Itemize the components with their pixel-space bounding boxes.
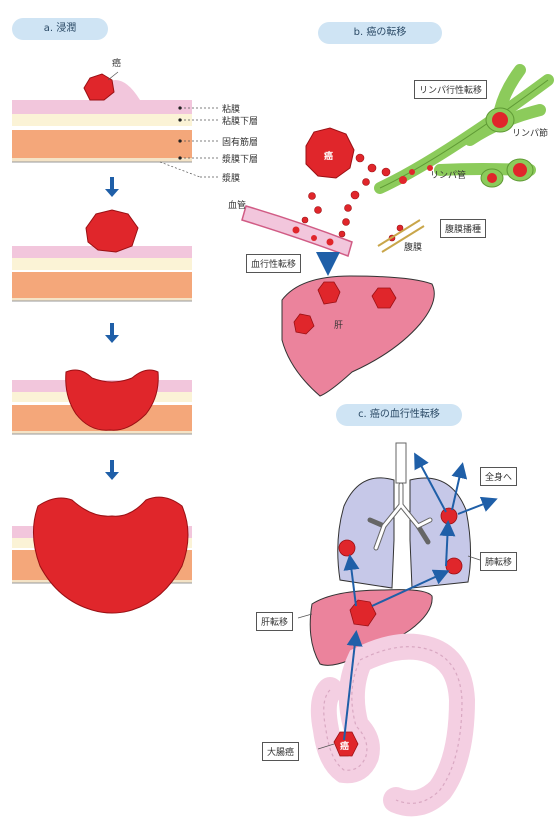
panel-a-title: a. 浸潤: [12, 18, 108, 40]
hematogenous-box: 血行性転移: [246, 254, 301, 273]
tumor-small: [84, 74, 114, 100]
panel-c: [298, 443, 494, 803]
submucosa-layer: [12, 114, 192, 126]
layer-label-submucosa: 粘膜下層: [222, 114, 258, 127]
lymph-node-label: リンパ節: [512, 126, 548, 139]
lymph-metastasis-box: リンパ行性転移: [414, 80, 487, 99]
panel-a-stage-4: [12, 497, 192, 613]
peritoneal-box: 腹膜播種: [440, 219, 486, 238]
layer-label-muscle: 固有筋層: [222, 135, 258, 148]
tumor-medium: [86, 210, 138, 252]
panel-b-title: b. 癌の転移: [318, 22, 442, 44]
lung-metastasis-box: 肺転移: [480, 552, 517, 571]
peritoneum-label: 腹膜: [404, 240, 422, 253]
liver-label: 肝: [334, 318, 343, 331]
cancer-label-b: 癌: [324, 149, 333, 162]
panel-a-stage-1: [12, 72, 218, 177]
systemic-box: 全身へ: [480, 467, 517, 486]
muscle-layer: [12, 130, 192, 158]
colon-cancer-box: 大腸癌: [262, 742, 299, 761]
liver-metastasis-box: 肝転移: [256, 612, 293, 631]
subserosa-layer: [12, 158, 192, 162]
cancer-label-a: 癌: [112, 56, 121, 69]
colon: [324, 647, 462, 804]
layer-label-subserosa: 漿膜下層: [222, 152, 258, 165]
panel-b: [242, 70, 548, 396]
liver-b: [282, 276, 434, 396]
panel-c-title: c. 癌の血行性転移: [336, 404, 462, 426]
colon-cancer-label: 癌: [340, 739, 349, 752]
tumor-invasive: [33, 497, 188, 613]
lymph-vessel-label: リンパ管: [430, 168, 466, 181]
panel-a-stage-2: [12, 210, 192, 301]
lung-right: [338, 478, 394, 588]
vessel-label: 血管: [228, 198, 246, 211]
panel-a-stage-3: [12, 370, 192, 434]
lung-left: [410, 478, 471, 588]
layer-label-serosa: 漿膜: [222, 171, 240, 184]
cancer-leader: [108, 72, 118, 80]
mucosa-layer: [12, 100, 192, 114]
trachea: [396, 443, 406, 483]
